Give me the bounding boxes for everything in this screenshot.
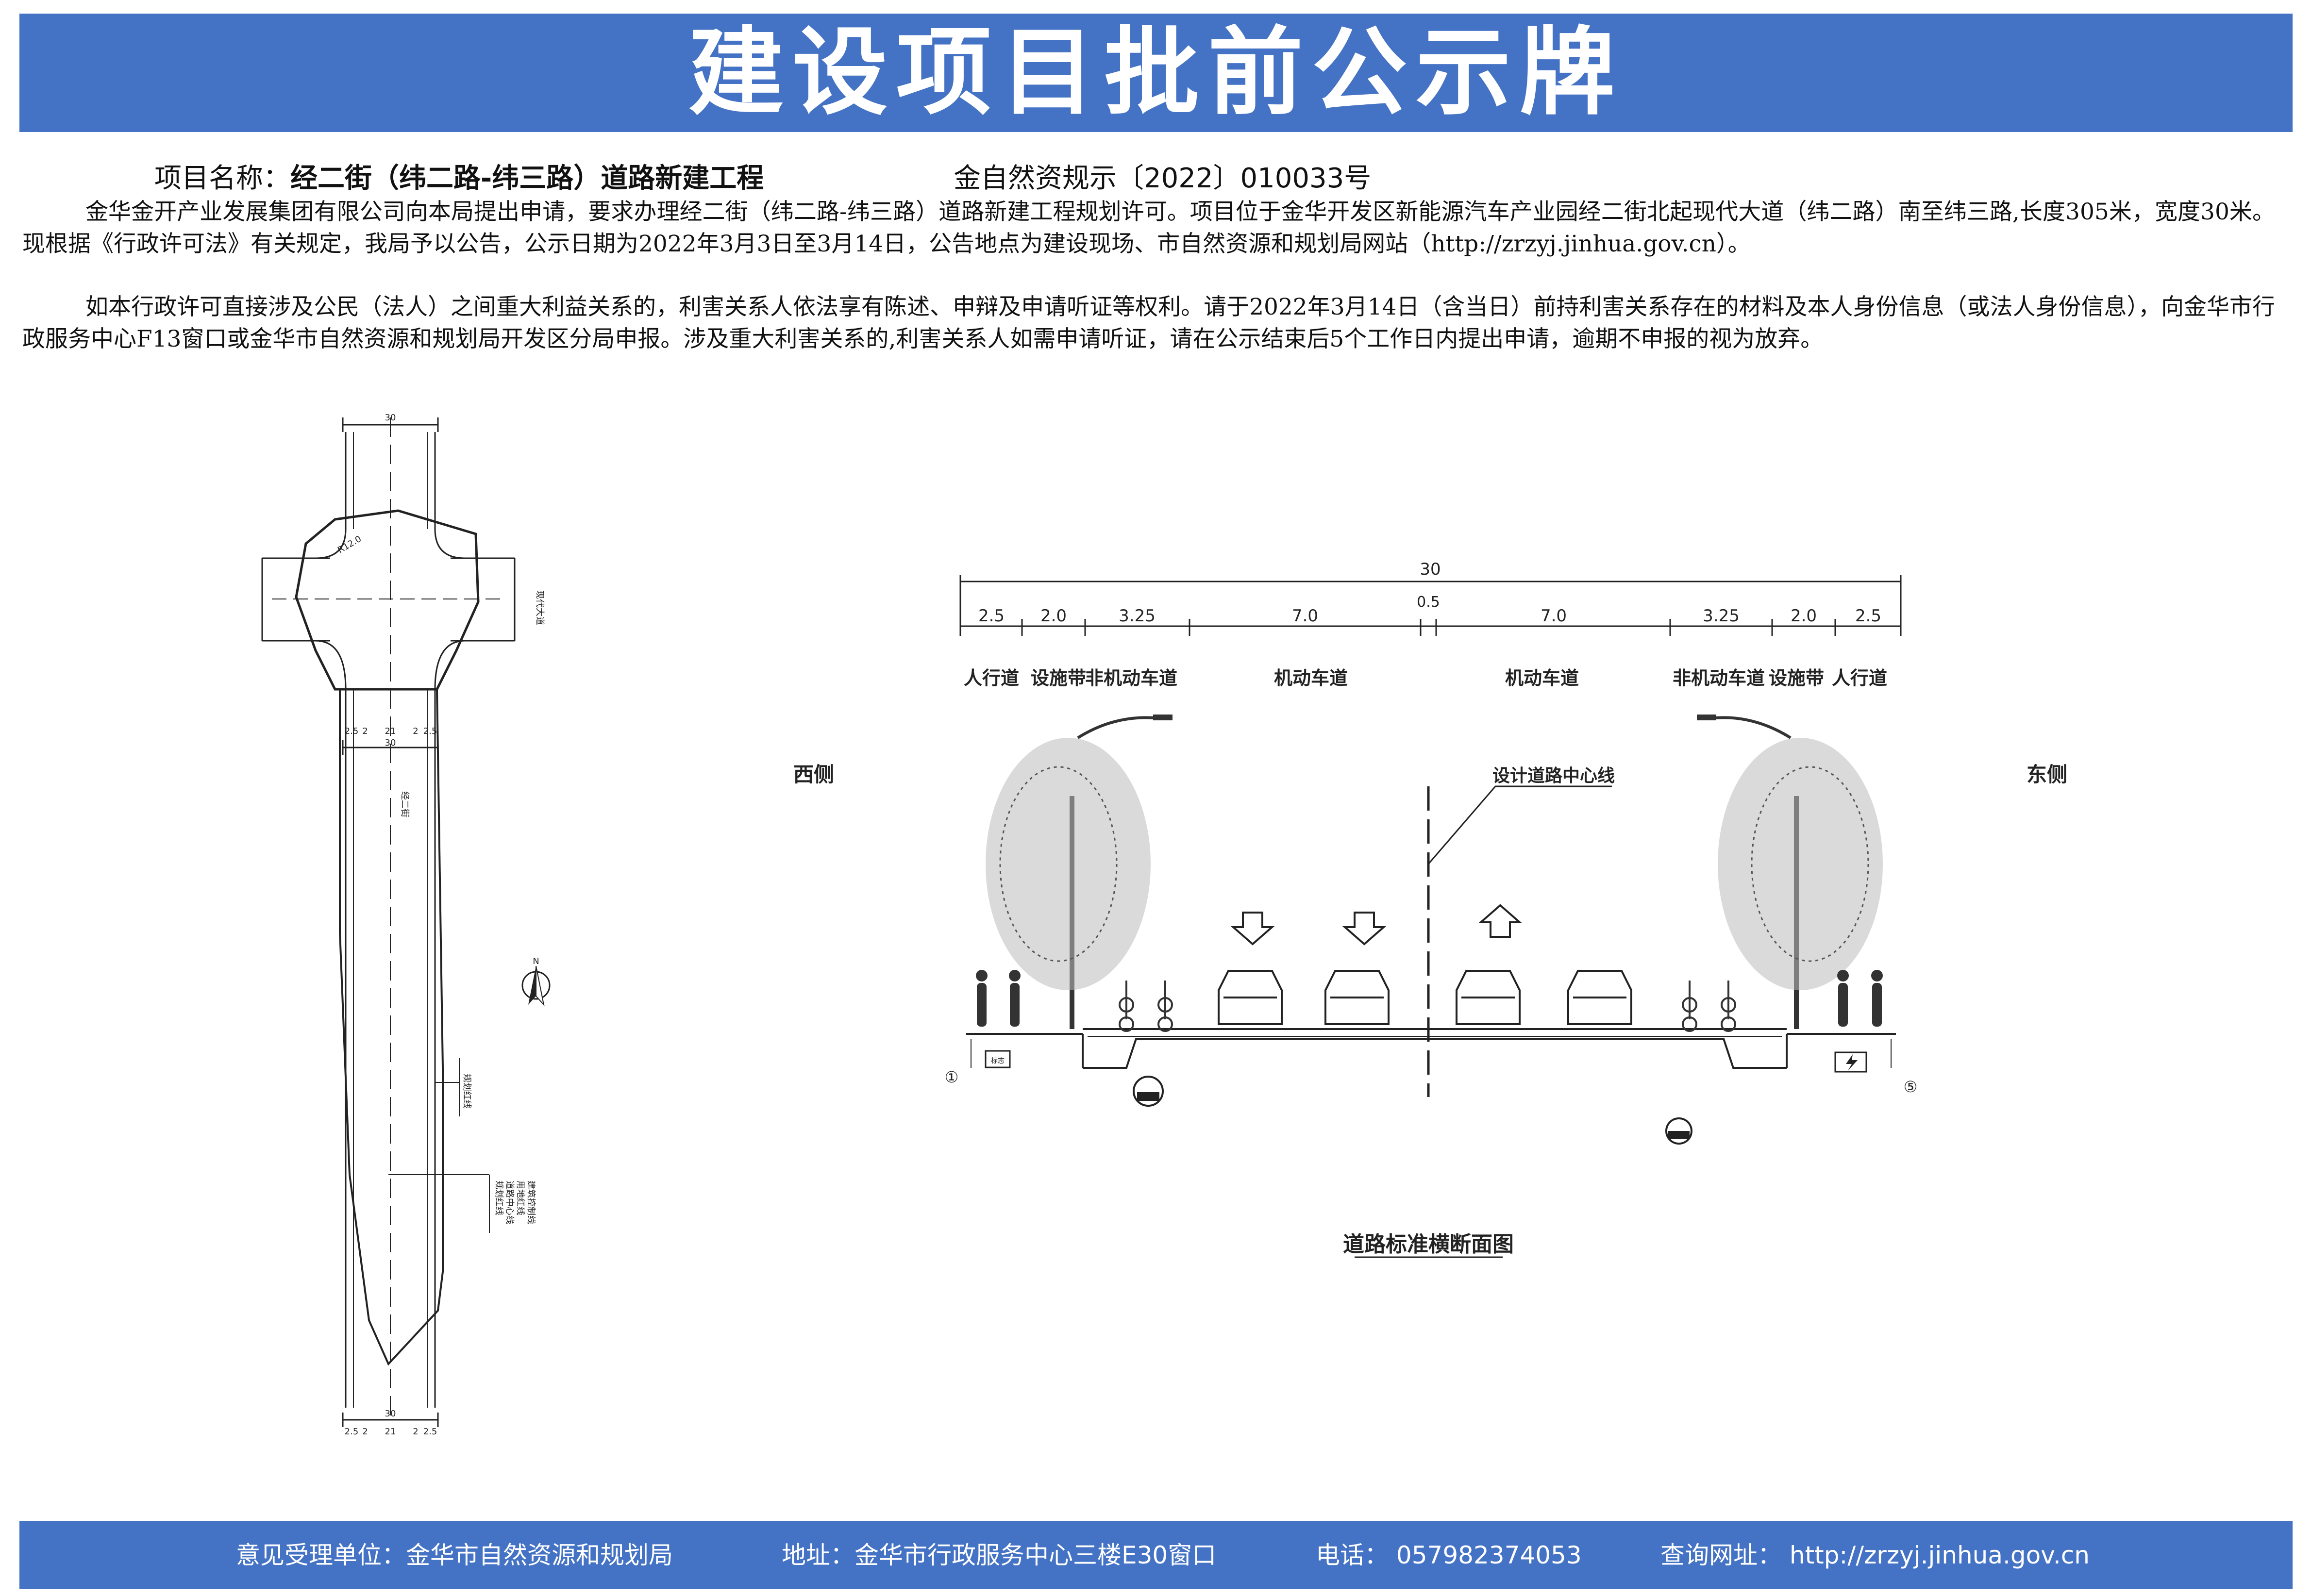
lane-label-7: 人行道 [1832, 667, 1887, 689]
pedestrian-icons [976, 970, 1883, 1027]
arrow-up-icon [1478, 904, 1523, 938]
section-dim-4: 7.0 [1541, 606, 1567, 626]
cross-section-dim-labels: 30 0.5 2.5 2.0 3.25 7.0 7.0 3.25 2.0 2.5 [978, 560, 1881, 626]
footer-phone: 电话： 057982374053 [1316, 1541, 1582, 1569]
section-total-width: 30 [1420, 560, 1441, 579]
notice-paragraph-1: 金华金开产业发展集团有限公司向本局提出申请，要求办理经二街（纬二路-纬三路）道路… [22, 199, 2275, 257]
section-dim-7: 2.5 [1855, 606, 1881, 626]
north-arrow-icon: N [521, 956, 551, 1007]
title-banner: 建设项目批前公示牌 [19, 14, 2293, 132]
lane-label-5: 非机动车道 [1673, 667, 1765, 689]
road-profile [966, 1028, 1896, 1069]
plan-mid-width-label: 30 [385, 738, 396, 748]
section-marker-left: ① [945, 1068, 959, 1086]
lane-label-2: 非机动车道 [1085, 667, 1177, 689]
bicycle-icons [1119, 981, 1736, 1032]
footer-unit: 意见受理单位：金华市自然资源和规划局 [236, 1541, 673, 1569]
cross-section-dims [959, 575, 1902, 636]
plan-radius-label: R12.0 [336, 534, 363, 555]
plan-bottom-dim-1: 2 [362, 1427, 368, 1437]
section-center-offset: 0.5 [1417, 594, 1440, 611]
plan-legend-tag: 规划红线 [462, 1074, 472, 1109]
section-dim-1: 2.0 [1040, 606, 1067, 626]
plan-legend-item-1: 道路中心线 [504, 1180, 515, 1224]
plan-bottom-width-label: 30 [385, 1409, 396, 1419]
north-label: N [533, 956, 539, 966]
sign-left-label: 标志 [991, 1057, 1005, 1065]
centerline-label: 设计道路中心线 [1492, 766, 1615, 786]
design-centerline [1427, 785, 1612, 1097]
road-plan-view [261, 417, 516, 1427]
lane-label-1: 设施带 [1031, 667, 1086, 689]
sign-box-left [985, 1050, 1011, 1068]
plan-dim-3: 2 [413, 726, 418, 736]
plan-width-label: 30 [385, 413, 396, 423]
notice-paragraph-2: 如本行政许可直接涉及公民（法人）之间重大利益关系的，利害关系人依法享有陈述、申辩… [22, 294, 2275, 352]
section-dim-0: 2.5 [978, 606, 1005, 626]
plan-legend-item-2: 用地红线 [515, 1180, 525, 1215]
section-dim-5: 3.25 [1703, 606, 1740, 626]
arrow-down-icon [1342, 912, 1387, 946]
section-dim-2: 3.25 [1119, 606, 1156, 626]
section-west-label: 西侧 [793, 763, 834, 786]
lane-label-3: 机动车道 [1274, 667, 1348, 689]
drawing-area: 30 2.5 2 21 2 2.5 30 30 2.5 2 21 2 2.5 R… [261, 413, 2067, 1437]
section-dim-6: 2.0 [1791, 606, 1817, 626]
project-name-value: 经二街（纬二路-纬三路）道路新建工程 [290, 163, 764, 194]
lane-label-6: 设施带 [1769, 667, 1824, 689]
page-title: 建设项目批前公示牌 [688, 17, 1624, 128]
cross-section-lane-labels: 人行道 设施带 非机动车道 机动车道 机动车道 非机动车道 设施带 人行道 [964, 667, 1887, 689]
power-sign-icon [1834, 1051, 1867, 1073]
plan-bottom-dim-2: 21 [385, 1427, 396, 1437]
plan-legend-item-3: 建筑控制线 [526, 1180, 536, 1224]
direction-arrows [1230, 904, 1523, 946]
car-icons [1218, 970, 1632, 1025]
pipe-icons [1133, 1076, 1692, 1145]
plan-dim-2: 21 [385, 726, 396, 736]
plan-dim-4: 2.5 [423, 726, 437, 736]
footer-address: 地址：金华市行政服务中心三楼E30窗口 [782, 1541, 1217, 1569]
document-number: 金自然资规示〔2022〕010033号 [954, 163, 1372, 194]
plan-legend-item-0: 规划红线 [494, 1180, 504, 1215]
lane-label-4: 机动车道 [1505, 667, 1579, 689]
project-name-label: 项目名称： [154, 163, 290, 194]
plan-bottom-dim-3: 2 [413, 1427, 418, 1437]
section-dim-3: 7.0 [1292, 606, 1318, 626]
section-marker-right: ⑤ [1904, 1078, 1918, 1096]
section-caption: 道路标准横断面图 [1343, 1232, 1514, 1257]
plan-bottom-dim-4: 2.5 [423, 1427, 437, 1437]
plan-cross-road-label: 现代大道 [535, 590, 545, 625]
footer-banner: 意见受理单位：金华市自然资源和规划局 地址：金华市行政服务中心三楼E30窗口 电… [19, 1521, 2293, 1589]
footer-website-link[interactable]: 查询网址： http://zrzyj.jinhua.gov.cn [1660, 1541, 2090, 1569]
plan-dim-0: 2.5 [345, 726, 359, 736]
plan-bottom-dim-0: 2.5 [345, 1427, 359, 1437]
tree-icon-east [1697, 715, 1883, 1029]
tree-icon-west [986, 715, 1173, 1029]
section-east-label: 东侧 [2027, 763, 2067, 786]
arrow-down-icon [1230, 912, 1275, 946]
plan-dim-1: 2 [362, 726, 368, 736]
project-name: 项目名称：经二街（纬二路-纬三路）道路新建工程 [154, 160, 764, 197]
plan-road-label: 经二街 [400, 791, 410, 817]
lane-label-0: 人行道 [964, 667, 1019, 689]
